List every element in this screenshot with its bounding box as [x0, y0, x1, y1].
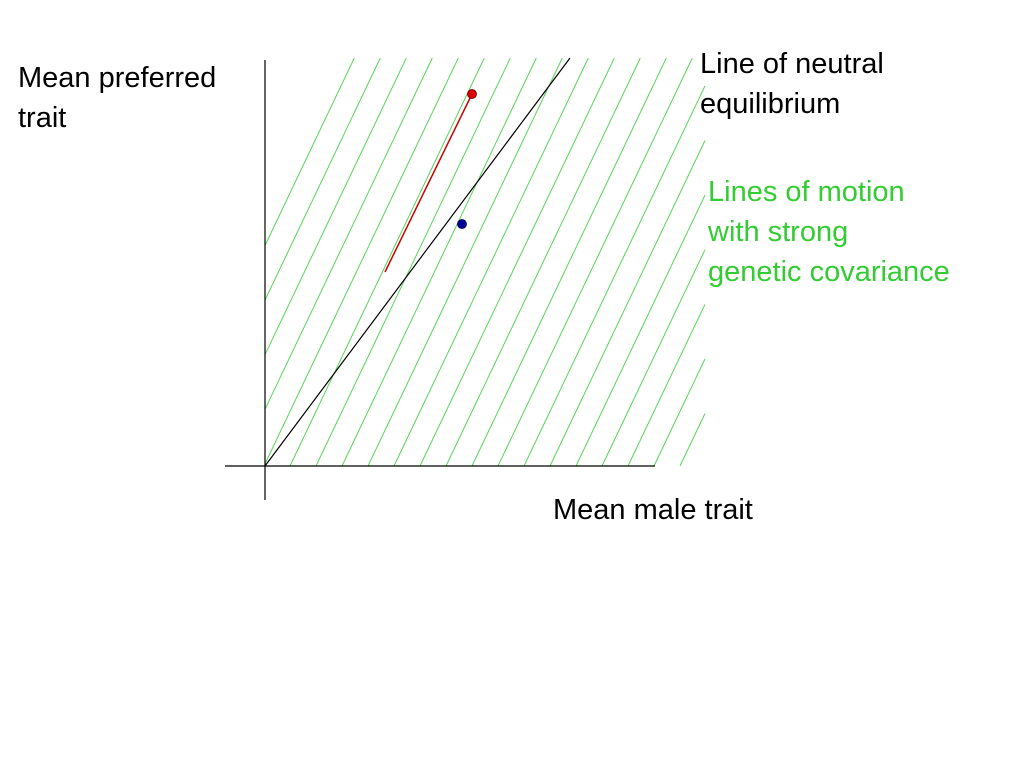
motion-line — [549, 140, 706, 467]
motion-lines-label-line3: genetic covariance — [708, 256, 950, 288]
motion-line — [471, 57, 667, 467]
motion-line — [679, 413, 706, 467]
neutral-equilibrium-line — [264, 57, 571, 467]
motion-line — [341, 57, 537, 467]
motion-line — [264, 57, 355, 246]
motion-lines-label-line2: with strong — [708, 216, 849, 248]
motion-line — [627, 304, 706, 467]
motion-line — [445, 57, 641, 467]
motion-lines-label-line1: Lines of motion — [708, 176, 905, 208]
y-axis-label-line2: trait — [18, 102, 67, 134]
x-axis-label: Mean male trait — [553, 494, 753, 526]
end-point — [457, 219, 467, 229]
neutral-line-label-line2: equilibrium — [700, 88, 841, 120]
start-point — [467, 89, 477, 99]
y-axis-label: Mean preferred trait — [18, 58, 216, 138]
motion-line — [575, 194, 706, 467]
motion-line — [367, 57, 563, 467]
motion-line — [523, 85, 706, 467]
motion-line — [315, 57, 511, 467]
motion-line — [653, 358, 706, 467]
motion-line — [289, 57, 485, 467]
motion-line — [264, 57, 381, 301]
motion-line — [264, 57, 407, 355]
motion-line — [264, 57, 459, 465]
neutral-line-label-line1: Line of neutral — [700, 48, 884, 80]
motion-lines-label: Lines of motion with strong genetic cova… — [708, 172, 950, 292]
motion-line — [393, 57, 589, 467]
motion-lines-group — [264, 57, 706, 467]
motion-line — [419, 57, 615, 467]
trajectory-line — [384, 93, 473, 273]
motion-line — [264, 57, 433, 410]
y-axis-label-line1: Mean preferred — [18, 62, 217, 94]
neutral-line-label: Line of neutral equilibrium — [700, 44, 884, 124]
motion-line — [601, 249, 706, 467]
motion-line — [497, 57, 693, 467]
